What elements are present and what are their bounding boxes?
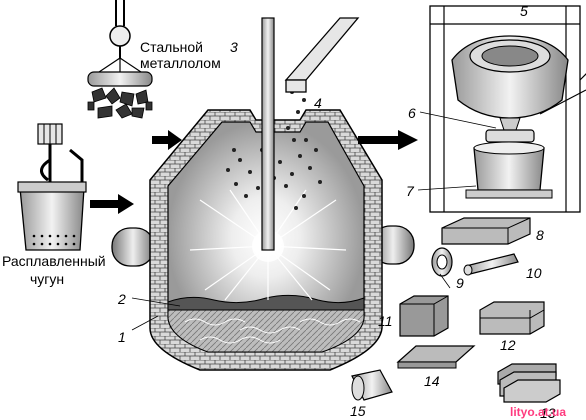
num-12: 12 xyxy=(500,337,516,353)
product-beam-12 xyxy=(479,301,545,335)
molten-metal xyxy=(167,309,365,353)
num-11: 11 xyxy=(378,313,393,329)
watermark: lityo.at.ua xyxy=(510,405,566,419)
num-9: 9 xyxy=(456,275,464,291)
casting-machine xyxy=(429,5,586,213)
leader-lines xyxy=(131,111,497,331)
num-13: 13 xyxy=(540,405,556,420)
num-15: 15 xyxy=(350,403,366,419)
product-block-11 xyxy=(399,295,449,337)
num-14: 14 xyxy=(424,373,440,389)
num-6: 6 xyxy=(408,105,416,121)
scrap-label-line1: Стальной xyxy=(140,39,203,55)
oxygen-lance xyxy=(261,17,275,251)
product-stack-13 xyxy=(497,363,561,403)
product-roll-15 xyxy=(351,369,393,401)
pig-iron-label-line1: Расплавленный xyxy=(2,253,106,269)
arrow-scrap-in xyxy=(152,130,182,150)
num-4: 4 xyxy=(314,95,322,111)
pig-iron-label-line2: чугун xyxy=(30,271,64,287)
arrows xyxy=(90,130,418,214)
scrap-magnet xyxy=(87,0,153,119)
num-10: 10 xyxy=(526,265,542,281)
charging-chute xyxy=(284,17,360,93)
arrow-out xyxy=(358,130,418,150)
num-5: 5 xyxy=(520,3,528,19)
product-coil-9 xyxy=(431,247,453,277)
product-rod-10 xyxy=(463,253,519,276)
pig-iron-ladle xyxy=(17,123,87,251)
num-7: 7 xyxy=(406,183,415,199)
tundish xyxy=(485,129,535,143)
product-slab-8 xyxy=(441,217,531,245)
metal-swirls xyxy=(184,318,361,344)
num-8: 8 xyxy=(536,227,544,243)
num-3: 3 xyxy=(230,39,238,55)
product-sheet-14 xyxy=(396,345,476,369)
left-trunnion xyxy=(111,227,155,267)
scrap-pile xyxy=(87,87,153,119)
ladle-rivets xyxy=(32,234,76,246)
num-1: 1 xyxy=(118,329,126,345)
num-2: 2 xyxy=(117,291,126,307)
scrap-label-line2: металлолом xyxy=(140,55,221,71)
arrow-iron-in xyxy=(90,194,134,214)
